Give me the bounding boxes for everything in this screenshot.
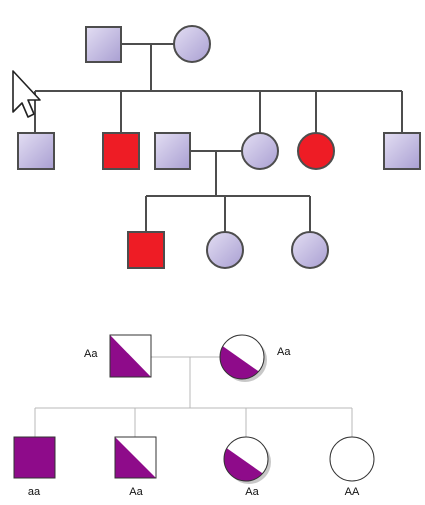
child-4-genotype-label: AA: [345, 486, 360, 498]
parent-mother-carrier-female: [219, 334, 267, 382]
g2-son-1-unaffected-male: [17, 132, 55, 170]
bottom-pedigree: Aa Aa aa Aa Aa AA: [13, 334, 375, 498]
mouse-pointer-icon: [12, 70, 41, 118]
g1-mother-unaffected-female: [173, 25, 211, 63]
child-3-carrier-female: [223, 436, 271, 484]
g2-daughter-2-affected-female: [297, 132, 335, 170]
parent-father-carrier-male: [109, 334, 152, 378]
g2-son-2-affected-male: [102, 132, 140, 170]
g3-daughter-2-unaffected-female: [291, 231, 329, 269]
g2-daughter-1-unaffected-female: [241, 132, 279, 170]
top-pedigree-lines: [34, 43, 403, 232]
child-1-genotype-label: aa: [28, 486, 41, 498]
top-pedigree: [17, 25, 421, 269]
child-2-genotype-label: Aa: [129, 486, 143, 498]
g2-spouse-unaffected-male: [154, 132, 191, 170]
child-3-genotype-label: Aa: [245, 486, 259, 498]
child-2-carrier-male: [114, 436, 157, 479]
g3-son-affected-male: [127, 231, 165, 269]
g1-father-unaffected-male: [85, 26, 122, 63]
mother-genotype-label: Aa: [277, 346, 291, 358]
child-4-unaffected-female: [329, 436, 375, 482]
g2-son-3-unaffected-male: [383, 132, 421, 170]
child-1-affected-male: [13, 436, 56, 479]
father-genotype-label: Aa: [84, 348, 98, 360]
bottom-pedigree-lines: [34, 356, 353, 437]
g3-daughter-1-unaffected-female: [206, 231, 244, 269]
